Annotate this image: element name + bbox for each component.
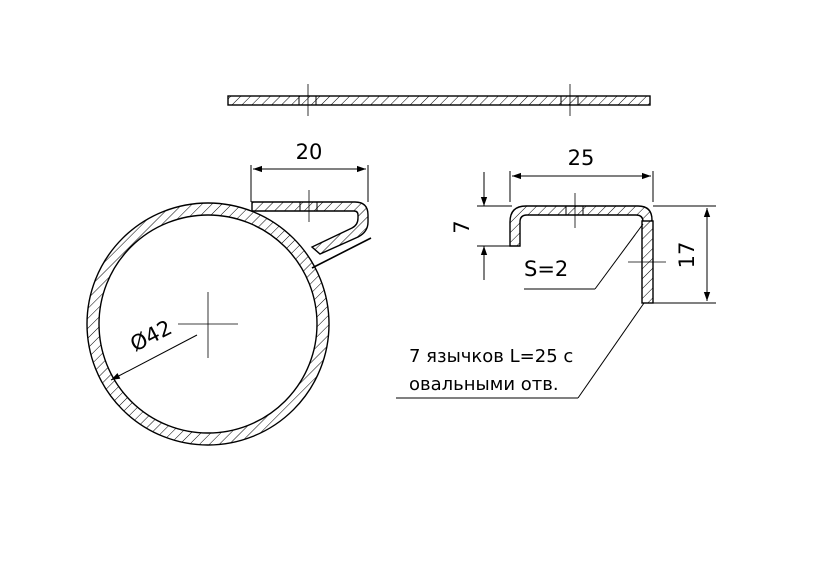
dimension-25: 25 <box>509 146 654 202</box>
note-line-2: овальными отв. <box>409 374 559 395</box>
ring-view: 20 Ø42 <box>86 140 372 446</box>
clip-tab <box>251 190 372 269</box>
dimension-17-label: 17 <box>675 242 699 269</box>
dimension-20: 20 <box>250 140 369 202</box>
bracket-view: 25 7 17 S=2 <box>396 146 716 399</box>
dimension-20-label: 20 <box>296 140 323 164</box>
diameter-dimension: Ø42 <box>110 315 198 381</box>
dimension-7-label: 7 <box>450 220 474 233</box>
top-view-strip <box>227 84 651 116</box>
thickness-leader: S=2 <box>524 223 644 290</box>
note-leader <box>396 302 645 399</box>
dimension-17: 17 <box>653 205 716 304</box>
tabs-note: 7 язычков L=25 с овальными отв. <box>409 346 573 395</box>
note-line-1: 7 язычков L=25 с <box>409 346 573 367</box>
thickness-label: S=2 <box>524 257 568 281</box>
dimension-7: 7 <box>450 172 512 280</box>
dimension-25-label: 25 <box>568 146 595 170</box>
